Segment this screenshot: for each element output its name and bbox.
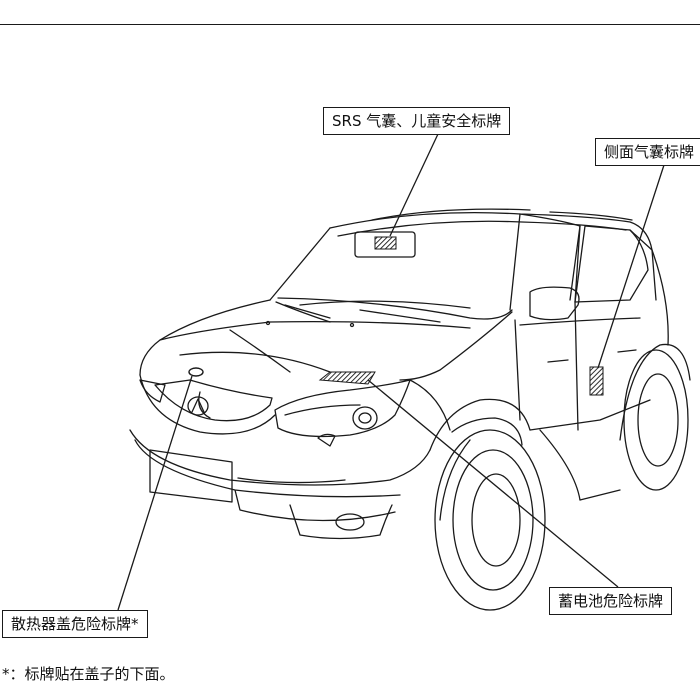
srs-label-marker bbox=[374, 236, 397, 250]
side-airbag-label: 侧面气囊标牌 bbox=[595, 138, 700, 166]
radiator-cap-marker bbox=[188, 367, 204, 377]
radiator-cap-hazard-label: 散热器盖危险标牌* bbox=[2, 610, 148, 638]
footnote: *：标牌贴在盖子的下面。 bbox=[2, 665, 175, 683]
car-outline bbox=[129, 208, 691, 611]
side-airbag-label-marker bbox=[589, 366, 604, 396]
battery-hazard-label: 蓄电池危险标牌 bbox=[549, 587, 673, 615]
leader-lines bbox=[117, 133, 665, 611]
battery-label-marker bbox=[318, 371, 376, 385]
top-rule bbox=[0, 24, 700, 25]
srs-airbag-child-safety-label: SRS 气囊、儿童安全标牌 bbox=[323, 107, 511, 135]
